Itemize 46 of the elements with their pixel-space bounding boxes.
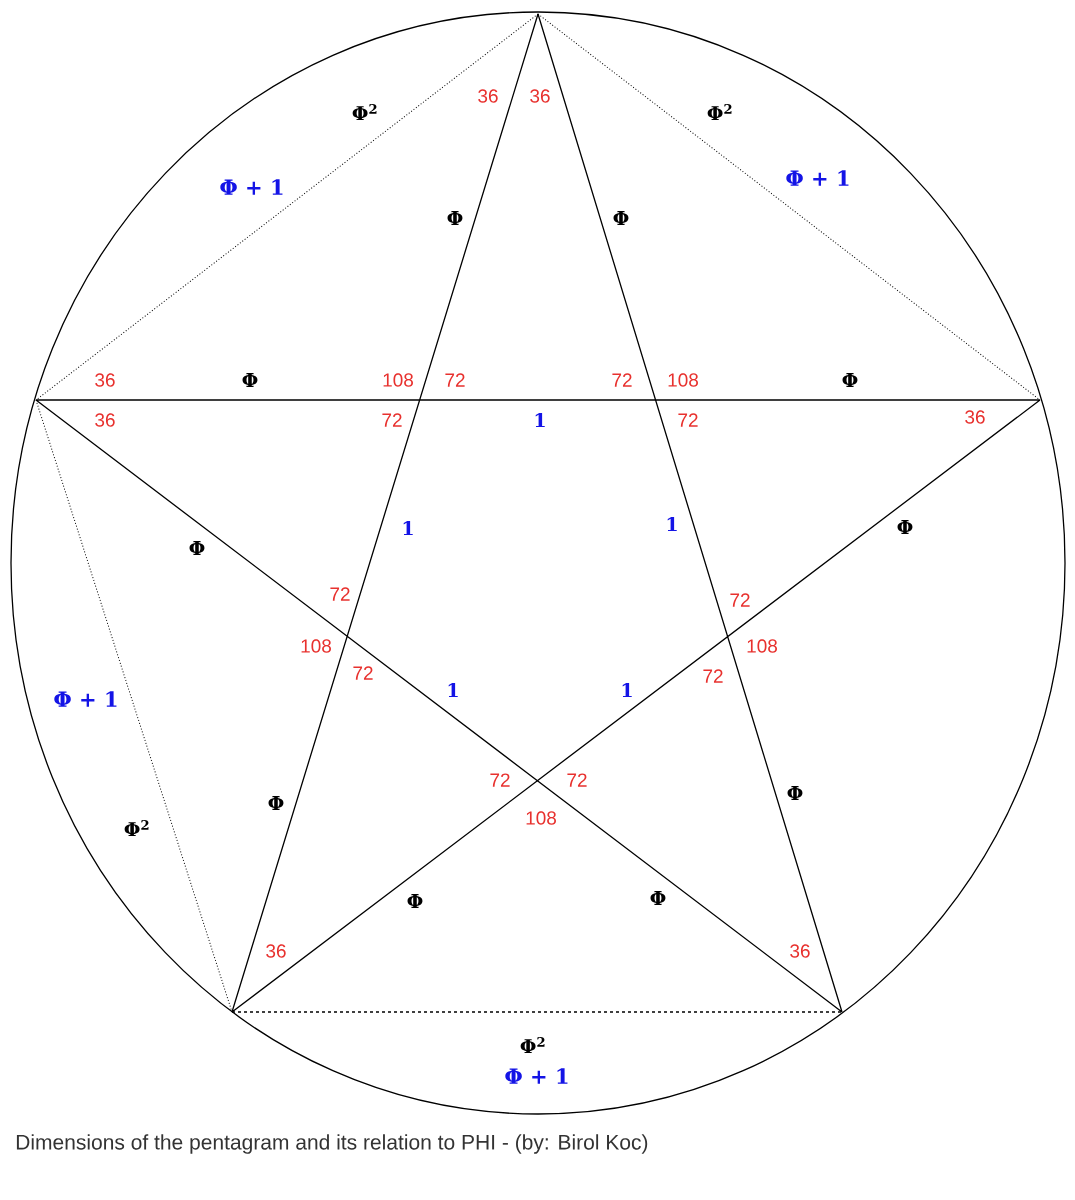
angle-label: 36 [266,944,286,958]
length-label: Φ [650,891,666,905]
length-label: 1 [448,682,458,698]
length-label: Φ + 1 [786,170,849,186]
length-label: Φ + 1 [505,1068,568,1084]
angle-label: 36 [530,89,550,103]
length-label: Φ [613,211,629,225]
angle-label: 108 [526,811,556,825]
angle-label: 72 [353,666,373,680]
length-label: 1 [403,520,413,536]
angle-label: 72 [490,773,510,787]
angle-label: 108 [301,639,331,653]
length-label: Φ$^{2}$ [352,103,377,121]
length-label: Φ [407,894,423,908]
length-label: Φ [268,796,284,810]
angle-label: 72 [678,413,698,427]
length-label: Φ [242,373,258,387]
length-label: Φ [897,520,913,534]
angle-label: 72 [330,587,350,601]
angle-label: 108 [668,373,698,387]
angle-label: 36 [965,410,985,424]
length-label: Φ [787,786,803,800]
length-label: Φ [842,373,858,387]
length-label: Φ$^{2}$ [707,103,732,121]
angle-label: 72 [382,413,402,427]
angle-label: 36 [95,413,115,427]
angle-label: 72 [612,373,632,387]
angle-label: 108 [747,639,777,653]
angle-label: 72 [703,669,723,683]
angle-label: 36 [478,89,498,103]
length-label: 1 [667,516,677,532]
length-label: 1 [622,682,632,698]
caption: Dimensions of the pentagram and its relation to PHI - (by: Birol Koc) [16,1134,648,1154]
length-label: 1 [535,412,545,428]
angle-label: 36 [790,944,810,958]
length-label: Φ + 1 [54,691,117,707]
angle-label: 72 [445,373,465,387]
length-label: Φ [189,541,205,555]
length-label: Φ$^{2}$ [124,819,149,837]
angle-label: 36 [95,373,115,387]
angle-label: 72 [730,593,750,607]
length-label: Φ + 1 [220,179,283,195]
length-label: Φ$^{2}$ [520,1036,545,1054]
length-label: Φ [447,211,463,225]
angle-label: 72 [567,773,587,787]
angle-label: 108 [383,373,413,387]
